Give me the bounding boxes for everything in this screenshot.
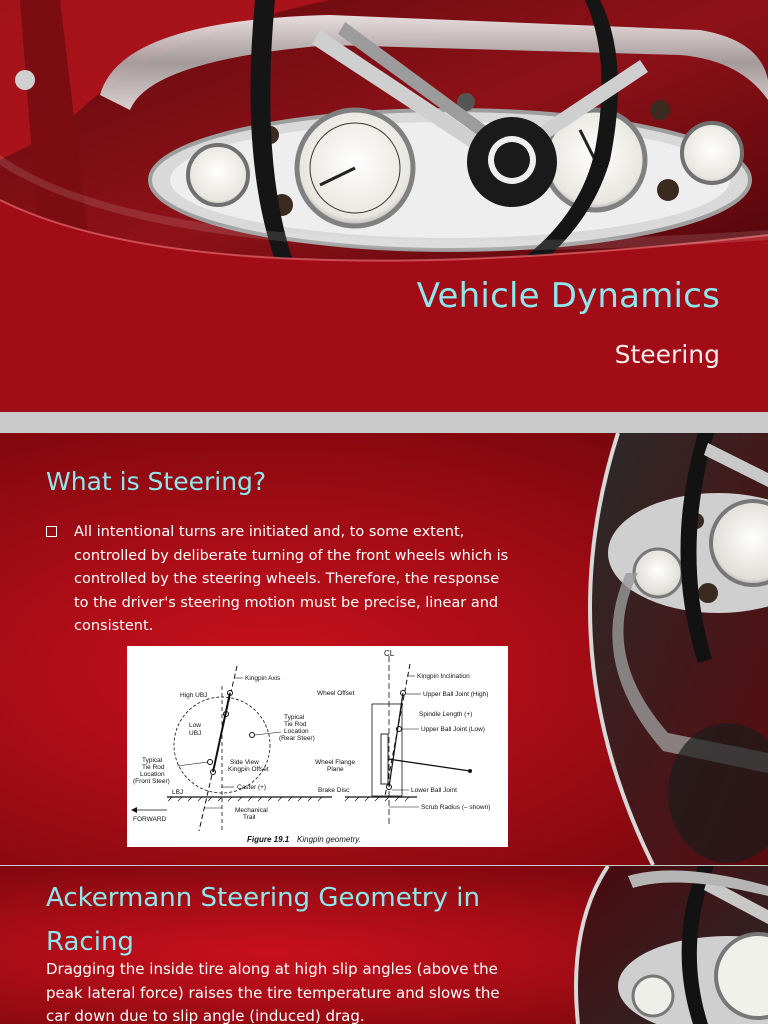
slide-body-text: Dragging the inside tire along at high s… — [46, 960, 500, 1024]
label-typical-front-4: (Front Steer) — [133, 778, 170, 785]
label-typical-front-3: Location — [140, 771, 165, 778]
label-brake-disc: Brake Disc — [318, 787, 350, 794]
label-typical-rear-3: Location — [284, 728, 309, 735]
dashboard-photo — [0, 0, 768, 300]
label-kingpin-axis: Kingpin Axis — [245, 675, 281, 682]
label-caster: Caster (+) — [237, 784, 266, 791]
side-dashboard-photo — [588, 433, 768, 865]
label-lbj: LBJ — [172, 789, 183, 796]
figure-caption-text: Kingpin geometry. — [297, 835, 361, 844]
label-typical-rear-2: Tie Rod — [284, 721, 307, 728]
label-spindle-length: Spindle Length (+) — [419, 711, 472, 718]
label-typical-rear-1: Typical — [284, 714, 305, 721]
label-typical-rear-4: (Rear Steer) — [279, 735, 315, 742]
label-centerline: CL — [384, 649, 395, 658]
label-forward: FORWARD — [133, 816, 167, 823]
slide-title: Vehicle Dynamics — [416, 276, 720, 316]
label-mechanical-trail-1: Mechanical — [235, 807, 268, 814]
label-lower-ball-joint: Lower Ball Joint — [411, 787, 457, 794]
checkbox-bullet-icon — [46, 526, 57, 537]
label-kingpin-inclination: Kingpin Inclination — [417, 673, 470, 680]
slide-heading: What is Steering? — [46, 467, 267, 496]
kingpin-geometry-diagram: Kingpin Axis High UBJ Low UBJ Typical Ti… — [127, 646, 508, 847]
label-typical-front-2: Tie Rod — [142, 764, 165, 771]
label-low-ubj-2: UBJ — [189, 730, 201, 737]
label-side-view-1: Side View — [230, 759, 259, 766]
side-dashboard-photo — [574, 866, 768, 1024]
label-mechanical-trail-2: Trail — [243, 814, 256, 821]
bullet-text: All intentional turns are initiated and,… — [74, 524, 509, 634]
slide-gap — [0, 412, 768, 433]
label-upper-ball-joint-low: Upper Ball Joint (Low) — [421, 726, 485, 733]
slide-gap — [0, 865, 768, 866]
label-upper-ball-joint-high: Upper Ball Joint (High) — [423, 691, 488, 698]
label-wheel-flange-2: Plane — [327, 766, 344, 773]
content-slide-ackermann: Ackermann Steering Geometry in Racing Dr… — [0, 866, 768, 1024]
label-scrub-radius: Scrub Radius (– shown) — [421, 804, 490, 811]
label-typical-front-1: Typical — [142, 757, 163, 764]
bullet-item: All intentional turns are initiated and,… — [46, 521, 516, 639]
title-slide: Vehicle Dynamics Steering — [0, 0, 768, 412]
content-slide-steering: What is Steering? All intentional turns … — [0, 433, 768, 865]
label-low-ubj-1: Low — [189, 722, 201, 729]
figure-caption-number: Figure 19.1 — [247, 835, 290, 844]
label-side-view-2: Kingpin Offset — [228, 766, 269, 773]
label-wheel-flange-1: Wheel Flange — [315, 759, 355, 766]
slide-subtitle: Steering — [614, 340, 720, 369]
label-high-ubj: High UBJ — [180, 692, 207, 699]
slide-heading: Ackermann Steering Geometry in Racing — [46, 883, 480, 957]
label-wheel-offset: Wheel Offset — [317, 690, 355, 697]
